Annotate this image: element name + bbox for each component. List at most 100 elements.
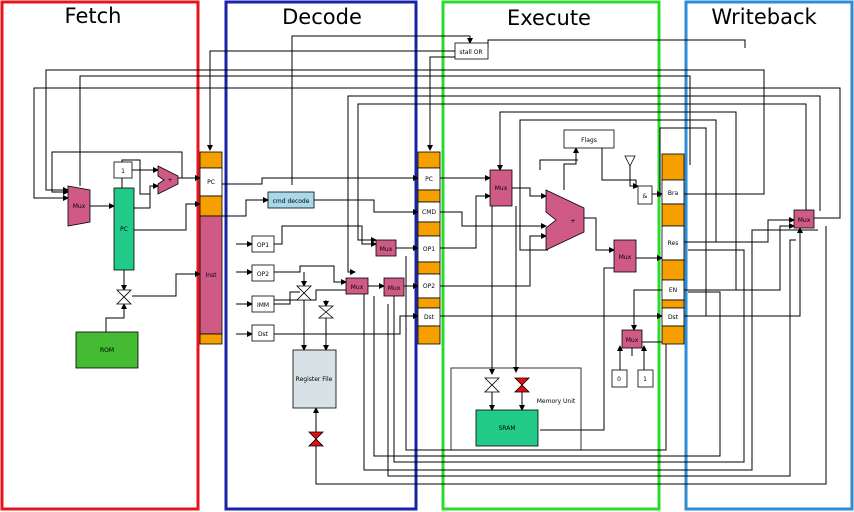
wire-top-loop-2: [45, 69, 765, 193]
flag-triangle: [624, 155, 636, 167]
wire-op1-mux: [274, 225, 377, 247]
fd-register-mid: [199, 195, 223, 217]
memory-write-valve-bottom: [514, 384, 530, 393]
decode-mux-op1-label: Mux: [380, 246, 393, 253]
ew-register-gap1: [661, 203, 685, 227]
ew-res-label: Res: [668, 240, 679, 247]
fetch-valve-bottom: [116, 296, 132, 305]
const-one-exec-label: 1: [643, 376, 647, 383]
memory-write-valve-top: [514, 377, 530, 386]
de-op1-label: OP1: [423, 246, 435, 253]
wire-pc-to-fdpc: [134, 201, 201, 231]
wire-rom-inst: [132, 271, 201, 297]
and-gate-label: &: [643, 193, 648, 200]
memory-read-valve: [484, 377, 500, 393]
ew-register-top: [661, 153, 685, 181]
wire-dst-loop: [684, 227, 803, 317]
wire-bottom-5: [373, 291, 721, 457]
de-dst-label: Dst: [424, 314, 435, 321]
sram: [475, 409, 539, 447]
fd-pc-label: PC: [207, 179, 215, 186]
de-register-gap2: [417, 221, 441, 237]
wire-stall-to-fd: [207, 50, 455, 151]
execute-mux-result-label: Mux: [619, 254, 632, 261]
wire-sram-out: [540, 267, 614, 431]
wire-en-mux: [631, 289, 662, 331]
decode-imm-label: IMM: [257, 302, 269, 309]
decode-mux-op2a-label: Mux: [351, 284, 364, 291]
decode-valve-b-top: [317, 305, 335, 313]
decode-valve-b-bottom: [317, 311, 335, 319]
memory-read-valve-top: [484, 377, 500, 386]
de-register-gap3: [417, 261, 441, 275]
memory-unit-frame: [450, 367, 582, 451]
alu: [545, 189, 585, 251]
wire-bottom-4: [387, 239, 796, 477]
ew-en-label: EN: [669, 287, 677, 294]
fd-pipeline-register: PC Inst: [199, 151, 223, 345]
wire-loop-4: [347, 95, 821, 275]
wire-en-loop: [684, 223, 795, 291]
wire-dst-de: [274, 313, 419, 335]
const-zero-box: [611, 369, 628, 388]
execute-mux-en: [621, 329, 643, 349]
wire-loop-6: [497, 111, 737, 290]
wire-alu-flags: [563, 147, 579, 190]
decode-op2-label: OP2: [257, 271, 269, 278]
wire-loop-7: [519, 119, 717, 251]
wire-stall-in: [487, 39, 746, 48]
stall-or-box: [454, 42, 489, 60]
wire-rom-up: [105, 303, 127, 332]
wire-imm-mux2: [274, 289, 346, 301]
wire-op2-mux: [274, 265, 347, 285]
wires: [33, 35, 841, 485]
decode-stage-title: Decode: [282, 5, 362, 29]
de-op2-label: OP2: [423, 283, 435, 290]
const-one-exec-box: [637, 369, 654, 388]
wire-rf-bottom: [315, 226, 827, 485]
const-one-box: [113, 161, 133, 179]
decode-valve-a: [296, 285, 312, 301]
sram-label: SRAM: [498, 425, 515, 432]
cmd-decode-box: [267, 191, 315, 209]
wire-op2-exec: [440, 233, 547, 287]
wire-bottom-2: [393, 249, 745, 463]
fetch-stage-frame: [0, 0, 200, 511]
cmd-decode-label: cmd decode: [273, 198, 310, 205]
regfile-write-valve: [308, 431, 324, 447]
fetch-valve-top: [116, 289, 132, 298]
register-file: [292, 349, 337, 409]
stall-or-label: stall OR: [459, 49, 482, 56]
fetch-stage-title: Fetch: [65, 4, 122, 28]
fetch-adder: [157, 165, 179, 195]
wire-bottom-6: [405, 256, 667, 451]
decode-mux-op2b-label: Mux: [388, 285, 401, 292]
alu-label: +: [570, 217, 575, 225]
de-pc-label: PC: [425, 176, 433, 183]
decode-mux-op2a: [345, 277, 369, 295]
wire-op1-exec: [440, 193, 491, 249]
wire-cmd-exec: [440, 211, 547, 229]
execute-mux-en-label: Mux: [626, 337, 639, 344]
decode-valve-a-top: [296, 285, 312, 294]
wire-flags-fb: [539, 159, 578, 170]
wire-cmd-de: [314, 199, 419, 215]
wire-pc-adder: [134, 183, 159, 209]
execute-mux-pc-label: Mux: [495, 185, 508, 192]
de-register-gap1: [417, 189, 441, 203]
fd-inst-label: Inst: [205, 272, 217, 279]
wire-bra-loop: [684, 186, 765, 195]
fetch-mux-label: Mux: [73, 203, 86, 210]
ew-pipeline-register: Bra Res EN Dst: [661, 153, 685, 345]
ew-register-gap3: [661, 299, 685, 309]
decode-dst-label: Dst: [258, 331, 269, 338]
ew-register-gap2: [661, 259, 685, 281]
register-file-label: Register File: [296, 376, 333, 383]
wire-loop-5: [357, 103, 807, 243]
de-register-top: [417, 151, 441, 169]
de-register-gap4: [417, 297, 441, 309]
decode-mux-op2b: [383, 277, 405, 297]
wire-loop-8: [659, 127, 707, 316]
de-cmd-label: CMD: [422, 209, 436, 216]
memory-unit-label: Memory Unit: [537, 398, 576, 405]
